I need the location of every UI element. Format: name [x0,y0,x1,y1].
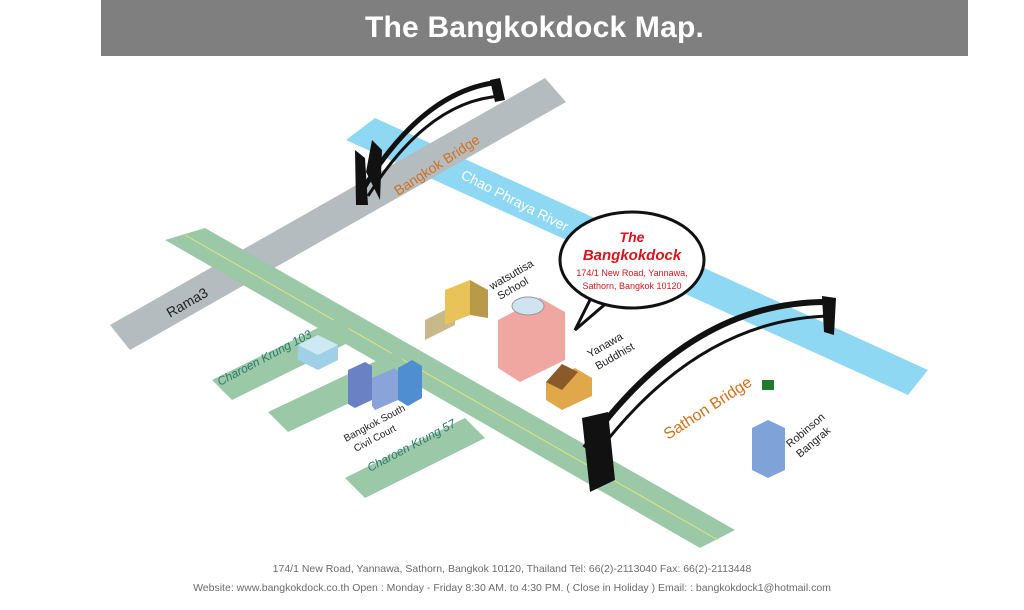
callout-address-line1: 174/1 New Road, Yannawa, [576,268,687,278]
school-building [425,280,488,340]
sathon-bridge [582,296,836,492]
footer-contact: Website: www.bangkokdock.co.th Open : Mo… [193,582,831,594]
bangkokdock-callout [558,210,706,332]
road-centerline [184,234,719,541]
rama3-road [110,78,566,350]
map-title: The Bangkokdock Map. [364,11,705,44]
charoen-krung-57-road-lower [345,418,485,498]
callout-title-line2: Bangkokdock [583,247,682,264]
map-header: The Bangkokdock Map. [101,0,968,56]
bangkok-bridge [355,78,505,205]
charoen-krung-57-road-upper [268,352,415,432]
bangkokdock-building [498,296,565,382]
robinson-building [752,380,785,478]
footer-address: 174/1 New Road, Yannawa, Sathorn, Bangko… [272,563,752,575]
temple-building [546,364,592,410]
location-map: Chao Phraya River Rama3 Charoen Krung 10… [110,78,928,548]
callout-address-line2: Sathorn, Bangkok 10120 [582,281,681,291]
sathon-bridge-label: Sathon Bridge [661,374,755,444]
callout-title-line1: The [620,229,645,245]
charoen-krung-103-building [298,335,338,370]
court-building [348,360,422,410]
